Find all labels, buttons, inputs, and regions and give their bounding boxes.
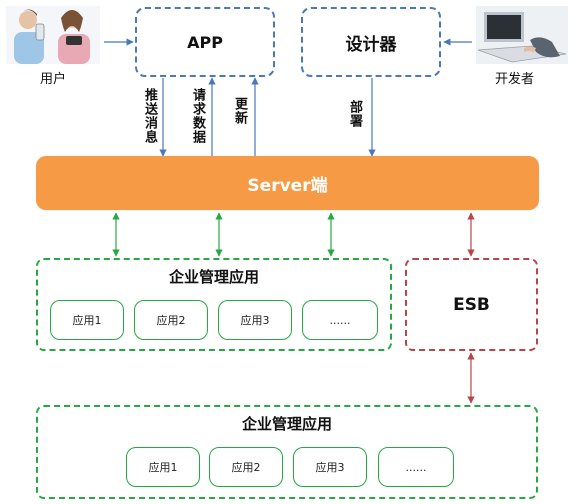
mid-group-title: 企业管理应用	[168, 268, 259, 286]
bottom-app-chip-more[interactable]: ......	[378, 447, 454, 487]
user-caption: 用户	[40, 72, 67, 87]
bottom-app-chip-1[interactable]: 应用1	[126, 447, 200, 487]
server-label: Server端	[247, 175, 328, 196]
mid-app-chip-3[interactable]: 应用3	[218, 300, 292, 340]
bottom-group-title: 企业管理应用	[241, 415, 332, 433]
mid-app-chip-more[interactable]: ......	[302, 300, 378, 340]
esb-label: ESB	[453, 294, 490, 315]
request-label: 请求数据	[190, 88, 205, 144]
mid-app-chip-1[interactable]: 应用1	[50, 300, 124, 340]
bottom-enterprise-group: 企业管理应用 应用1 应用2 应用3 ......	[36, 405, 538, 499]
server-bar[interactable]: Server端	[36, 156, 539, 210]
bottom-app-chip-2[interactable]: 应用2	[209, 447, 283, 487]
users-illustration	[6, 6, 100, 64]
app-node[interactable]: APP	[135, 7, 275, 77]
developer-caption: 开发者	[495, 72, 535, 87]
developer-laptop-icon	[476, 6, 568, 64]
bottom-app-chip-3[interactable]: 应用3	[293, 447, 367, 487]
app-label: APP	[187, 32, 223, 52]
deploy-label: 部署	[347, 100, 362, 128]
mid-app-chip-2[interactable]: 应用2	[134, 300, 208, 340]
designer-label: 设计器	[345, 34, 397, 55]
push-label: 推送消息	[142, 88, 157, 144]
designer-node[interactable]: 设计器	[301, 7, 441, 77]
esb-node[interactable]: ESB	[405, 258, 538, 351]
users-photo-icon	[6, 6, 100, 64]
mid-enterprise-group: 企业管理应用 应用1 应用2 应用3 ......	[36, 258, 392, 351]
developer-illustration	[476, 6, 568, 64]
update-label: 更新	[232, 97, 247, 125]
